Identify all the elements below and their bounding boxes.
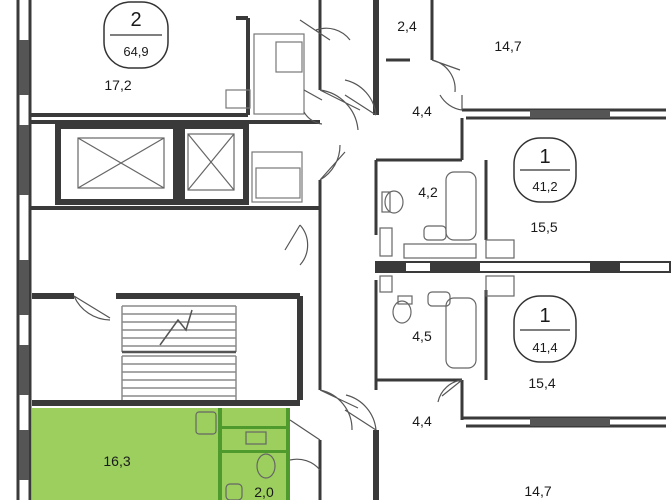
apartment-badge-2room[interactable]: 2 64,9 [103, 1, 169, 69]
apartment-badge-1room-lower[interactable]: 1 41,4 [513, 295, 577, 363]
room-area-bottom-right: 14,7 [524, 483, 551, 499]
room-area-apt1a-room: 15,5 [530, 219, 557, 235]
room-area-top-right: 14,7 [494, 38, 521, 54]
highlighted-room-fill [32, 408, 218, 500]
room-area-bath-lower: 4,5 [412, 328, 432, 344]
highlighted-bath-fill [220, 408, 290, 500]
facade-left [16, 0, 32, 500]
party-wall [375, 261, 671, 273]
room-area-hall-lower: 4,4 [412, 413, 432, 429]
bath-fixtures [195, 171, 515, 500]
room-area-green-room: 16,3 [103, 453, 130, 469]
elevator-shafts [77, 133, 235, 191]
room-area-apt1b-room: 15,4 [528, 375, 555, 391]
walls [30, 0, 666, 500]
doors [73, 19, 463, 471]
apartment-total-area: 64,9 [123, 44, 148, 59]
room-area-apt2-living: 17,2 [104, 77, 131, 93]
room-area-hall-upper: 4,4 [412, 103, 432, 119]
highlighted-apartment[interactable] [32, 408, 290, 500]
apartment-badge-1room-upper[interactable]: 1 41,2 [513, 137, 577, 203]
room-area-green-bath: 2,0 [254, 484, 274, 500]
apartment-total-area: 41,4 [532, 340, 557, 355]
facade-right [530, 110, 610, 426]
apartment-total-area: 41,2 [532, 179, 557, 194]
room-area-top-small: 2,4 [397, 18, 417, 34]
apartment-rooms: 2 [130, 9, 141, 31]
apartment-rooms: 1 [539, 146, 550, 168]
staircase [121, 305, 237, 400]
service-shafts [225, 33, 305, 203]
room-area-bath-upper: 4,2 [418, 184, 438, 200]
apartment-rooms: 1 [539, 305, 550, 327]
